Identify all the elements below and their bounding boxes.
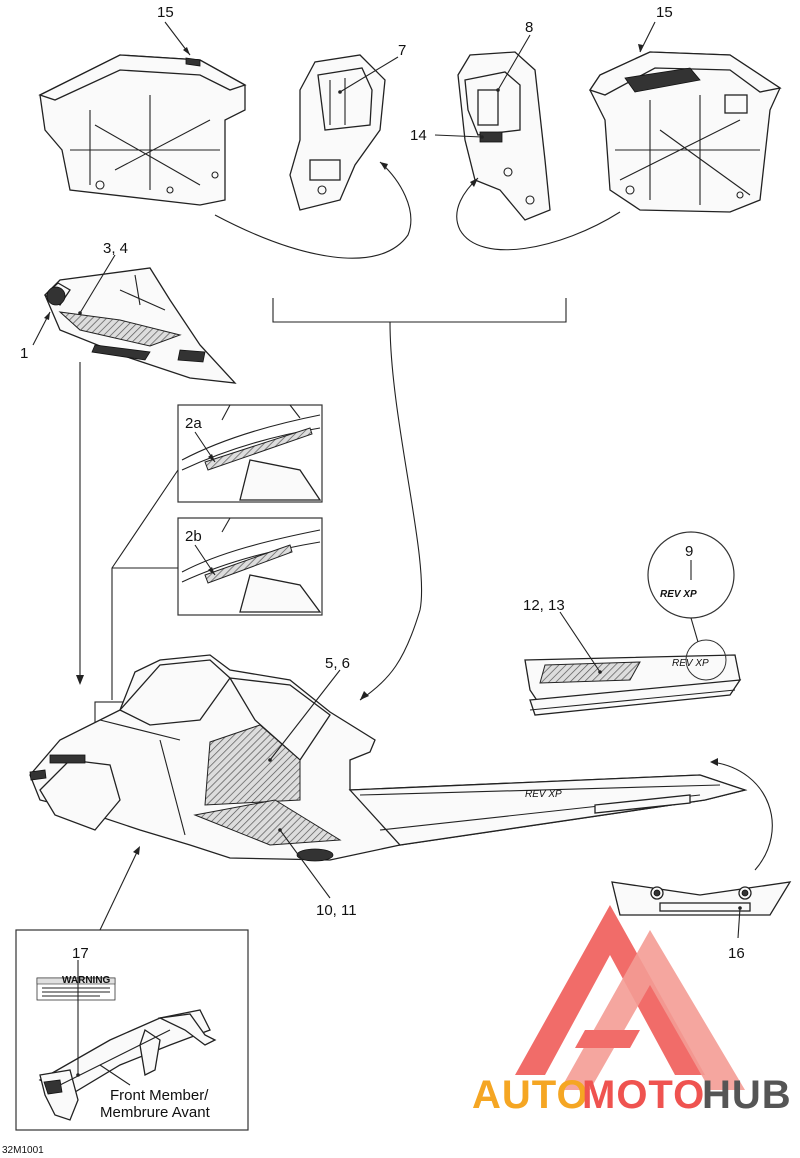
rev-xp-tunnel-mark: REV XP	[672, 658, 709, 669]
leader-5-6	[269, 669, 341, 761]
snowmobile-body: REV XP	[29, 654, 748, 862]
arrow-to-front	[99, 849, 139, 931]
watermark-moto: MOTO	[582, 1073, 705, 1117]
rev-xp-body-mark: REV XP	[525, 789, 562, 800]
right-side-panel	[588, 51, 782, 213]
left-side-panel	[38, 54, 247, 206]
rear-bumper-16	[611, 881, 792, 916]
watermark-hub: HUB	[702, 1073, 792, 1117]
bracket	[272, 298, 567, 323]
rev-xp-logo-9: REV XP	[660, 589, 697, 600]
front-member-caption-line1: Front Member/	[110, 1087, 209, 1104]
watermark-triangle-logo	[515, 905, 745, 1090]
callout-9: 9	[685, 543, 693, 560]
hood-decal-assembly	[43, 267, 237, 384]
callout-7: 7	[398, 42, 406, 59]
curve-arrow-left-top	[214, 161, 412, 259]
callout-17: 17	[72, 945, 89, 962]
bracket-arrow	[359, 321, 423, 701]
leader-12-13	[559, 611, 601, 673]
callout-14: 14	[410, 127, 427, 144]
curve-arrow-16	[711, 761, 773, 871]
inset-2a	[177, 404, 323, 503]
callout-10-11: 10, 11	[316, 902, 357, 919]
leader-3-4	[79, 254, 116, 314]
tunnel-decal-detail: REV XP	[524, 654, 742, 716]
inset-2b	[177, 517, 323, 616]
watermark-auto: AUTO	[472, 1073, 589, 1117]
front-member-caption-line2: Membrure Avant	[100, 1104, 211, 1121]
decal-9-circle: REV XP	[647, 531, 735, 681]
watermark-text: AUTO MOTO HUB	[472, 1073, 792, 1117]
callout-15-left: 15	[157, 4, 174, 21]
leader-8	[497, 34, 531, 91]
leader-7	[339, 56, 399, 93]
warning-label-title: WARNING	[62, 975, 111, 986]
callout-1: 1	[20, 345, 28, 362]
callout-16: 16	[728, 945, 745, 962]
leader-15-right	[639, 21, 656, 53]
curve-arrow-right-top	[456, 177, 621, 251]
callout-8: 8	[525, 19, 533, 36]
leader-10-11	[279, 829, 331, 899]
callout-5-6: 5, 6	[325, 655, 350, 672]
callout-2a: 2a	[185, 415, 202, 432]
callout-15-right: 15	[656, 4, 673, 21]
figure-code: 32M1001	[2, 1145, 44, 1156]
callout-12-13: 12, 13	[523, 597, 565, 614]
console-side-piece-7	[289, 54, 386, 211]
leader-14	[434, 134, 483, 138]
callout-2b: 2b	[185, 528, 202, 545]
leader-16	[737, 907, 741, 939]
console-side-piece-8	[457, 51, 551, 221]
front-member-inset	[15, 929, 249, 1131]
leader-front-member	[99, 1064, 131, 1086]
callout-3-4: 3, 4	[103, 240, 128, 257]
